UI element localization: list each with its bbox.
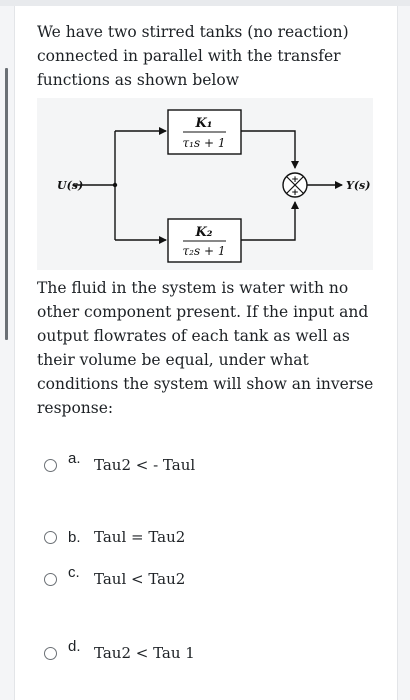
question-body: The fluid in the system is water with no… <box>37 279 374 417</box>
block2-numerator: K₂ <box>195 225 213 240</box>
sum-sign-bottom: + <box>291 188 299 198</box>
block1-output <box>241 130 299 169</box>
option-letter-b: b. <box>68 528 81 546</box>
radio-button-b[interactable] <box>44 530 57 544</box>
block-diagram: K₁ τ₁s + 1 K₂ τ₂s + 1 + + U(s) Y(s) <box>37 98 373 270</box>
junction-dot <box>112 182 118 188</box>
radio-button-a[interactable] <box>44 458 57 472</box>
option-text-c: Taul < Tau2 <box>94 570 186 588</box>
input-label: U(s) <box>57 179 83 192</box>
scroll-indicator <box>5 68 8 340</box>
summing-cross-b <box>286 176 304 194</box>
option-d[interactable]: d. Tau2 < Tau 1 <box>44 637 195 666</box>
option-c[interactable]: c. Taul < Tau2 <box>44 563 186 592</box>
block1-box <box>167 109 242 155</box>
sum-sign-top: + <box>291 175 299 185</box>
question-intro: We have two stirred tanks (no reaction) … <box>37 23 349 89</box>
option-b[interactable]: b. Taul = Tau2 <box>44 524 185 550</box>
option-letter-d: d. <box>68 637 81 655</box>
block1-numerator: K₁ <box>195 116 213 131</box>
option-text-a: Tau2 < - Taul <box>94 456 196 474</box>
block-diagram-svg: K₁ τ₁s + 1 K₂ τ₂s + 1 + + U(s) Y(s) <box>57 109 370 263</box>
block2-output <box>241 201 299 241</box>
block2-denominator: τ₂s + 1 <box>183 244 226 258</box>
radio-button-d[interactable] <box>44 646 57 660</box>
option-a[interactable]: a. Tau2 < - Taul <box>44 449 196 478</box>
option-text-d: Tau2 < Tau 1 <box>94 644 195 662</box>
option-text-b: Taul = Tau2 <box>94 528 186 546</box>
output-label: Y(s) <box>346 179 370 192</box>
top-strip <box>0 0 410 6</box>
radio-button-c[interactable] <box>44 572 57 586</box>
option-letter-a: a. <box>68 449 81 467</box>
block1-denominator: τ₁s + 1 <box>183 136 226 150</box>
option-letter-c: c. <box>68 563 80 581</box>
